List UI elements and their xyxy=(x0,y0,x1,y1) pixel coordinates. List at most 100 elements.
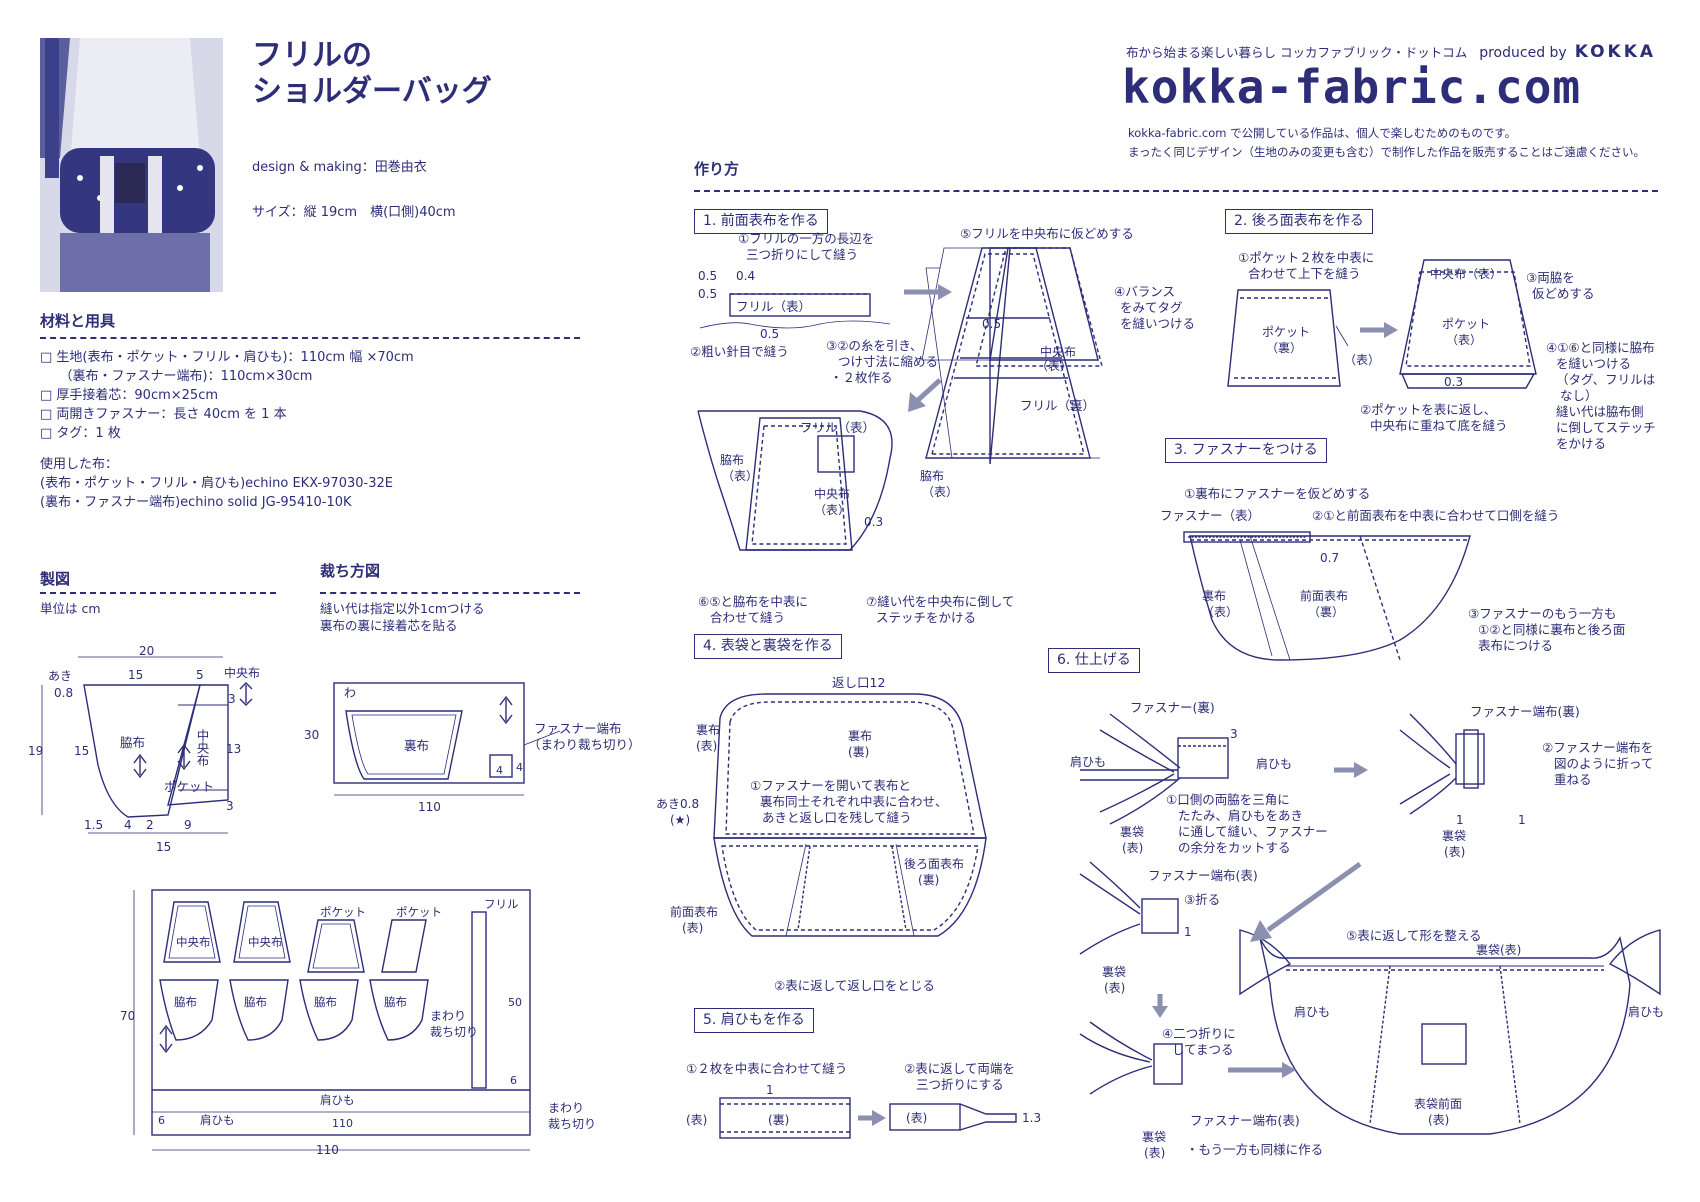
s3-zenmen: 前面表布 xyxy=(1300,588,1348,603)
dim-1-5: 1.5 xyxy=(84,818,103,832)
dim-3a: 3 xyxy=(228,692,236,706)
s5-d13: 1.3 xyxy=(1022,1111,1041,1125)
s6-n2b: 図のように折って xyxy=(1554,756,1653,771)
s6-n5: ⑤表に返して形を整える xyxy=(1346,928,1481,943)
piece-chuo2: 中央布 xyxy=(248,935,283,949)
s4-ura-l: 裏布 xyxy=(696,722,720,737)
s6-katahimo3: 肩ひも xyxy=(1294,1004,1330,1019)
dim-2: 2 xyxy=(146,818,154,832)
s3-n2: ②①と前面表布を中表に合わせて口側を縫う xyxy=(1312,508,1559,523)
dim-110-lower: 110 xyxy=(316,1143,339,1157)
fabric-line2: (裏布・ファスナー端布)echino solid JG-95410-10K xyxy=(40,495,352,510)
s1-chuo: 中央布 xyxy=(1040,344,1076,359)
site-logo[interactable]: kokka-fabric.com xyxy=(1122,60,1582,114)
s1-d05c: 0.5 xyxy=(760,327,779,341)
chuo-label: 中央布 xyxy=(224,665,260,680)
s2-pocket2: ポケット xyxy=(1442,317,1490,331)
notice-line1: kokka-fabric.com で公開している作品は、個人で楽しむためのもので… xyxy=(1128,126,1517,140)
s4-ura-c: 裏布 xyxy=(848,728,872,743)
s2-n4b: を縫いつける xyxy=(1556,356,1631,371)
s5-omote2: (表) xyxy=(906,1111,927,1125)
pattern-heading: 製図 xyxy=(40,570,71,588)
katahimo1: 肩ひも xyxy=(320,1093,355,1107)
s3-n1: ①裏布にファスナーを仮どめする xyxy=(1184,486,1370,501)
dim-110b: 110 xyxy=(332,1117,353,1130)
step6-diagram: ファスナー(裏) 3 肩ひも 肩ひも ①口側の両脇を三角に たたみ、肩ひもをあき… xyxy=(1070,700,1664,1160)
s1-n3c: ・２枚作る xyxy=(830,370,893,385)
s2-chuo: 中央布（表） xyxy=(1430,266,1502,281)
s6-three: 3 xyxy=(1230,727,1238,741)
tagline: 布から始まる楽しい暮らし コッカファブリック・ドットコム xyxy=(1126,45,1468,60)
s1-n6b: 合わせて縫う xyxy=(710,610,785,625)
s3-n3c: 表布につける xyxy=(1478,638,1553,653)
piece-waki1: 脇布 xyxy=(174,995,197,1009)
dim-4a: 4 xyxy=(496,764,503,777)
s3-d07: 0.7 xyxy=(1320,551,1339,565)
s3-ura: 裏布 xyxy=(1202,588,1226,603)
s2-n2: ②ポケットを表に返し、 xyxy=(1360,402,1496,417)
s1-n5: ⑤フリルを中央布に仮どめする xyxy=(960,226,1134,241)
s1-waki-r: 脇布 xyxy=(920,469,944,483)
s5-n1: ①２枚を中表に合わせて縫う xyxy=(686,1061,847,1076)
katahimo2: 肩ひも xyxy=(200,1113,235,1127)
s2-n4c: （タグ、フリルは xyxy=(1556,372,1655,387)
dim-70: 70 xyxy=(120,1009,135,1023)
s5-omote: (表) xyxy=(686,1113,707,1127)
s6-n3: ③折る xyxy=(1184,892,1220,907)
piece-waki4: 脇布 xyxy=(384,995,407,1009)
material-item: □ タグ：1 枚 xyxy=(40,426,121,441)
piece-chuo1: 中央布 xyxy=(176,935,211,949)
fastener-label: ファスナー端布 xyxy=(534,721,622,736)
s2-pocket: ポケット xyxy=(1262,325,1310,339)
s6-urabukuro8: (表) xyxy=(1144,1146,1165,1160)
s4-ura-c2: (裏) xyxy=(848,744,869,759)
materials-heading: 材料と用具 xyxy=(40,312,116,330)
s4-n1c: あきと返し口を残して縫う xyxy=(762,810,912,825)
s2-n3b: 仮どめする xyxy=(1532,286,1595,301)
step3-diagram: ①裏布にファスナーを仮どめする ファスナー（表） ②①と前面表布を中表に合わせて… xyxy=(1160,486,1625,661)
s6-omotebukuro2: (表) xyxy=(1428,1113,1449,1127)
produced-by: produced by xyxy=(1479,45,1567,61)
s6-katahimo: 肩ひも xyxy=(1070,754,1106,769)
s4-n2: ②表に返して返し口をとじる xyxy=(774,978,935,993)
s6-n1d: の余分をカットする xyxy=(1178,840,1291,855)
s6-one-b: 1 xyxy=(1518,813,1526,827)
title-line2: ショルダーバッグ xyxy=(252,74,492,109)
s1-frill: フリル（表） xyxy=(736,299,811,314)
s6-n2c: 重ねる xyxy=(1554,772,1592,787)
wakinuno-label: 脇布 xyxy=(120,735,145,750)
fabric-label: 使用した布： xyxy=(40,457,119,472)
s5-n2: ②表に返して両端を xyxy=(904,1061,1015,1076)
s2-d03: 0.3 xyxy=(1444,375,1463,389)
s6-tanuno-omote: ファスナー端布(表) xyxy=(1190,1113,1300,1128)
piece-waki2: 脇布 xyxy=(244,995,267,1009)
s3-n3: ③ファスナーのもう一方も xyxy=(1468,606,1616,621)
instructions-heading: 作り方 xyxy=(694,160,740,178)
s2-n2b: 中央布に重ねて底を縫う xyxy=(1370,418,1508,433)
s1-d05a: 0.5 xyxy=(698,269,717,283)
s2-omote: （表） xyxy=(1344,353,1380,367)
s1-d04: 0.4 xyxy=(736,269,755,283)
s1-n7: ⑦縫い代を中央布に倒して xyxy=(866,594,1014,609)
s5-one: 1 xyxy=(766,1083,774,1097)
s3-fastener: ファスナー（表） xyxy=(1160,508,1260,523)
dim-4: 4 xyxy=(124,818,132,832)
piece-frill: フリル xyxy=(484,897,519,911)
s6-n1b: たたみ、肩ひもをあき xyxy=(1178,808,1303,823)
mawari4: 裁ち切り xyxy=(548,1117,596,1131)
dim-110-upper: 110 xyxy=(418,800,441,814)
s6-urabukuro7: 裏袋 xyxy=(1142,1129,1166,1144)
step1-diagram: ①フリルの一方の長辺を 三つ折りにして縫う 0.5 0.4 0.5 フリル（表）… xyxy=(690,226,1195,625)
piece-waki3: 脇布 xyxy=(314,995,337,1009)
dim-9: 9 xyxy=(184,818,192,832)
s4-n1b: 裏布同士それぞれ中表に合わせ、 xyxy=(760,794,948,809)
dim-6b: 6 xyxy=(158,1114,165,1127)
s2-pocket-ura: （裏） xyxy=(1266,340,1302,355)
s6-urabukuro4: (表) xyxy=(1444,845,1465,859)
s2-pocket2b: （表） xyxy=(1446,333,1482,347)
step6-title: 6. 仕上げる xyxy=(1048,648,1140,673)
step5-diagram: ①２枚を中表に合わせて縫う 1 (表) (裏) ②表に返して両端を 三つ折りにす… xyxy=(686,1061,1041,1139)
s1-n1: ①フリルの一方の長辺を xyxy=(738,231,874,246)
s1-n4b: をみてタグ xyxy=(1120,300,1183,315)
s4-ushiro2: (裏) xyxy=(918,872,939,887)
